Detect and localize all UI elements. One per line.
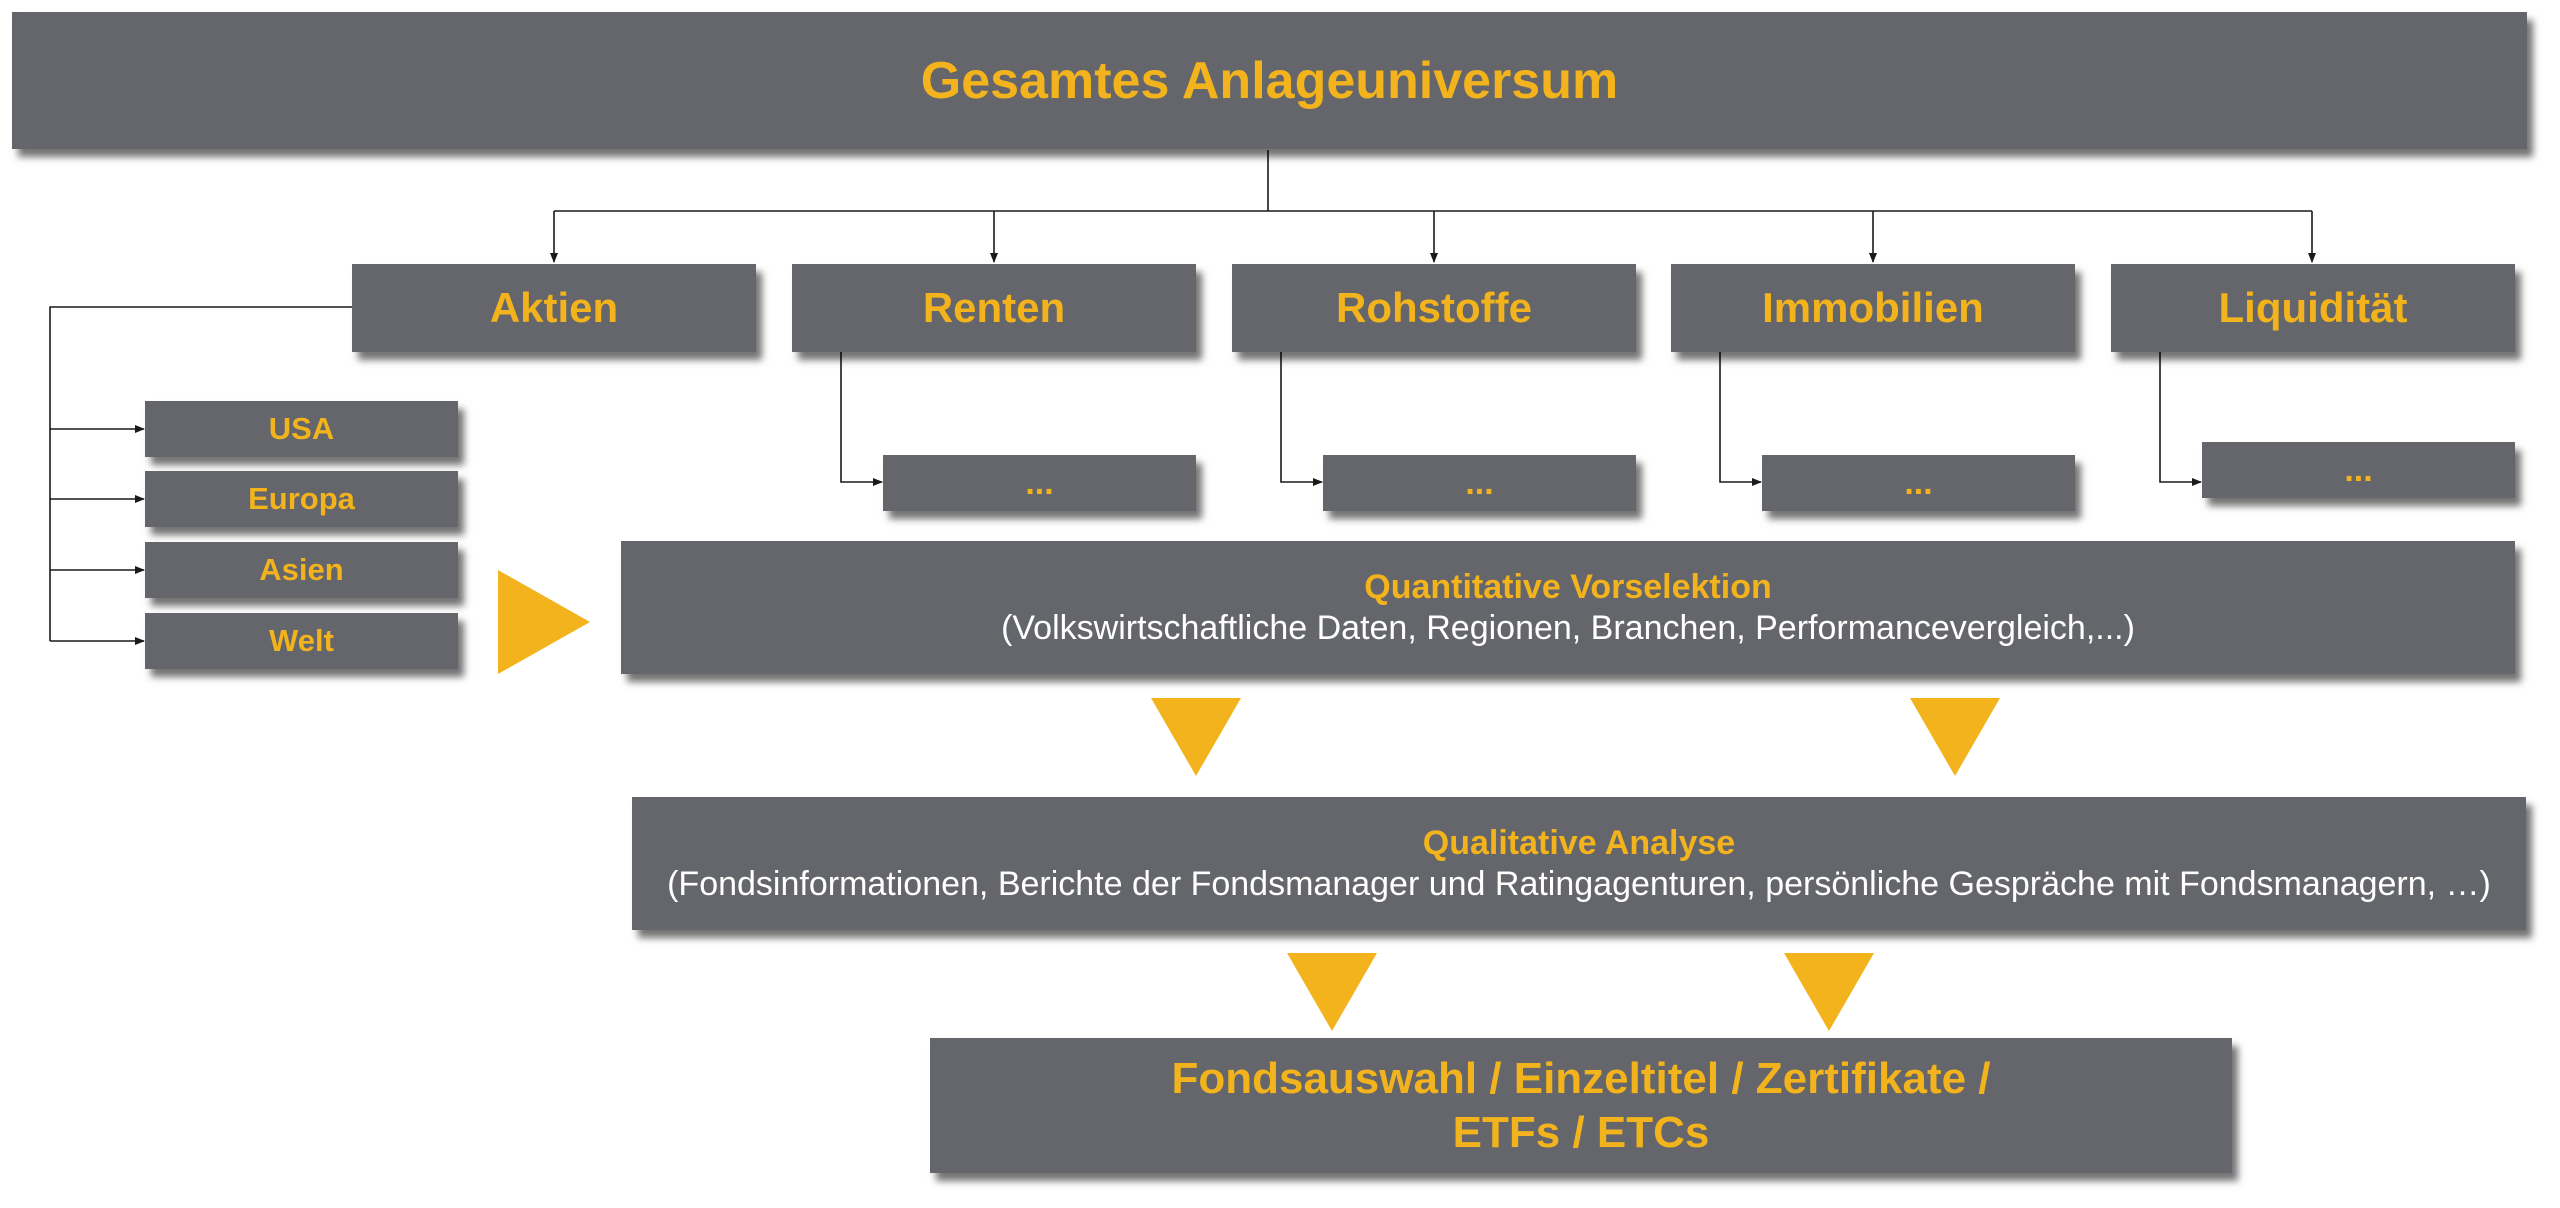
placeholder-box-liquiditaet: ... xyxy=(2202,442,2515,498)
flow-arrow-down-4 xyxy=(1784,953,1874,1031)
placeholder-box-renten: ... xyxy=(883,455,1196,511)
result-line-2: ETFs / ETCs xyxy=(1452,1107,1710,1157)
top-title: Gesamtes Anlageuniversum xyxy=(920,51,1619,110)
flow-arrow-down-3 xyxy=(1287,953,1377,1031)
placeholder-box-immobilien: ... xyxy=(1762,455,2075,511)
quantitative-title: Quantitative Vorselektion xyxy=(1364,567,1772,606)
aktien-bracket xyxy=(49,306,352,641)
result-box: Fondsauswahl / Einzeltitel / Zertifikate… xyxy=(930,1038,2232,1173)
result-line-1: Fondsauswahl / Einzeltitel / Zertifikate… xyxy=(1171,1053,1991,1103)
placeholder-label: ... xyxy=(1465,463,1494,502)
qualitative-title: Qualitative Analyse xyxy=(1422,823,1736,862)
category-label: Renten xyxy=(922,284,1066,331)
category-box-aktien: Aktien xyxy=(352,264,756,352)
flow-arrow-down-2 xyxy=(1910,698,2000,776)
category-box-liquiditaet: Liquidität xyxy=(2111,264,2515,352)
placeholder-label: ... xyxy=(1025,463,1054,502)
region-label: USA xyxy=(268,411,335,446)
region-box-europa: Europa xyxy=(145,471,458,527)
flow-arrow-down-1 xyxy=(1151,698,1241,776)
qualitative-subtitle: (Fondsinformationen, Berichte der Fondsm… xyxy=(667,864,2491,903)
placeholder-label: ... xyxy=(2344,450,2373,489)
category-box-rohstoffe: Rohstoffe xyxy=(1232,264,1636,352)
placeholder-box-rohstoffe: ... xyxy=(1323,455,1636,511)
quantitative-subtitle: (Volkswirtschaftliche Daten, Regionen, B… xyxy=(1001,608,2135,647)
category-label: Liquidität xyxy=(2218,284,2408,331)
placeholder-label: ... xyxy=(1904,463,1933,502)
flow-arrow-right xyxy=(498,570,590,674)
category-box-renten: Renten xyxy=(792,264,1196,352)
arrow-to-immobilien-sub xyxy=(1719,352,1762,486)
region-label: Europa xyxy=(248,481,355,516)
arrow-to-renten-sub xyxy=(840,352,883,486)
region-box-usa: USA xyxy=(145,401,458,457)
top-box: Gesamtes Anlageuniversum xyxy=(12,12,2527,149)
qualitative-box: Qualitative Analyse (Fondsinformationen,… xyxy=(632,797,2526,930)
category-label: Immobilien xyxy=(1762,284,1984,331)
quantitative-box: Quantitative Vorselektion (Volkswirtscha… xyxy=(621,541,2515,674)
category-box-immobilien: Immobilien xyxy=(1671,264,2075,352)
region-label: Welt xyxy=(269,623,334,658)
category-label: Rohstoffe xyxy=(1336,284,1532,331)
arrow-to-rohstoffe-sub xyxy=(1280,352,1323,486)
region-box-asien: Asien xyxy=(145,542,458,598)
region-box-welt: Welt xyxy=(145,613,458,669)
arrow-to-liquiditaet-sub xyxy=(2159,352,2202,486)
region-label: Asien xyxy=(259,552,344,587)
category-label: Aktien xyxy=(489,284,619,331)
